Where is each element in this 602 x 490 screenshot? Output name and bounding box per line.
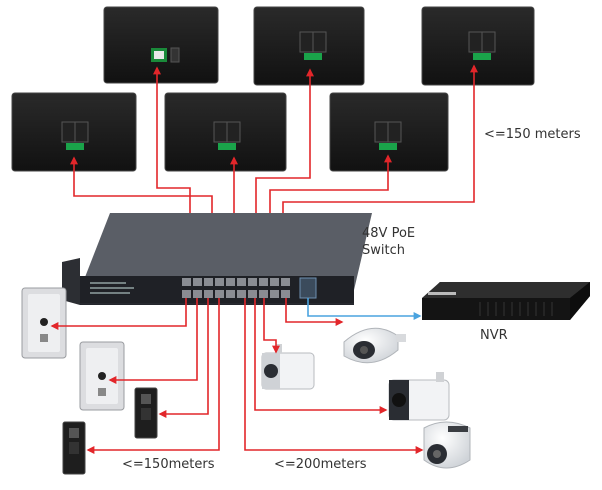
switch-label: 48V PoE Switch — [362, 225, 415, 259]
nvr-label: NVR — [480, 328, 508, 343]
bullet-camera-1 — [261, 344, 315, 390]
door-station-3 — [134, 387, 158, 439]
cable-door-station-2 — [108, 298, 198, 384]
monitor-4 — [11, 92, 137, 172]
monitor-6 — [329, 92, 449, 172]
cable-nvr — [307, 298, 422, 320]
monitor-2 — [253, 6, 365, 86]
monitor-5 — [164, 92, 287, 172]
cable-door-station-3 — [158, 298, 209, 418]
switch-label-line2: Switch — [362, 243, 405, 258]
cable-door-station-1 — [50, 298, 187, 330]
door-station-2 — [79, 341, 125, 411]
door-station-4 — [62, 421, 86, 475]
switch-label-line1: 48V PoE — [362, 226, 416, 241]
cable-door-station-4 — [86, 298, 220, 454]
camera-cables — [244, 298, 424, 454]
camera-distance-label: <=200meters — [274, 457, 367, 472]
cable-dome-camera — [285, 298, 344, 326]
cable-bullet-camera-2 — [254, 298, 388, 414]
outdoor-distance-label: <=150meters — [122, 457, 215, 472]
door-station-cables — [50, 298, 220, 454]
door-station-1 — [21, 287, 67, 359]
turret-camera — [423, 421, 471, 469]
nvr-icon — [422, 282, 590, 320]
monitor-1 — [103, 6, 219, 84]
cable-turret-camera — [244, 298, 424, 454]
cable-bullet-camera-1 — [263, 298, 280, 354]
bullet-camera-2 — [388, 372, 450, 421]
monitor-distance-label: <=150 meters — [484, 127, 581, 142]
monitor-3 — [421, 6, 535, 86]
poe-switch-icon — [62, 213, 372, 305]
dome-camera — [343, 327, 406, 364]
